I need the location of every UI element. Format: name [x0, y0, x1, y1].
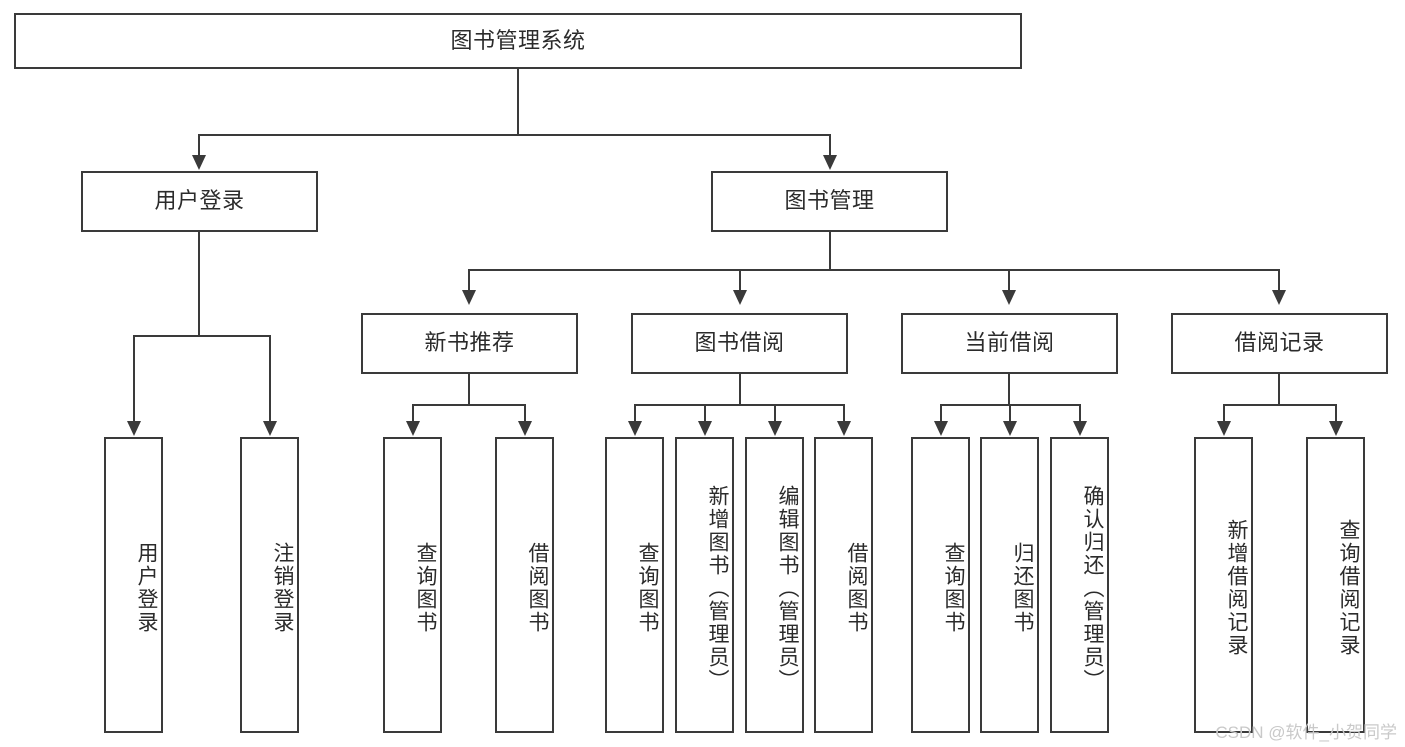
node-leaf-user-login[interactable]: 用户登录 — [104, 437, 163, 733]
connector-current-borrow-drop-3 — [1079, 404, 1081, 422]
node-label: 编辑图书（管理员） — [776, 484, 799, 692]
node-book-borrow[interactable]: 图书借阅 — [631, 313, 848, 374]
connector-current-borrow-drop-2 — [1009, 404, 1011, 422]
node-leaf-edit-book-admin[interactable]: 编辑图书（管理员） — [745, 437, 804, 733]
arrow-to-leaf-user-login — [127, 421, 141, 436]
node-label: 新增图书（管理员） — [706, 484, 729, 692]
node-label: 新书推荐 — [424, 330, 515, 356]
node-user-login[interactable]: 用户登录 — [81, 171, 318, 232]
connector-user-login-stem — [198, 232, 200, 336]
arrow-to-leaf-add-book-admin — [698, 421, 712, 436]
connector-new-book-stem — [468, 374, 470, 406]
arrow-to-new-book-recommend — [462, 290, 476, 305]
node-label: 当前借阅 — [964, 330, 1055, 356]
connector-root-bus — [198, 134, 831, 136]
connector-current-borrow-stem — [1008, 374, 1010, 406]
connector-book-borrow-drop-4 — [843, 404, 845, 422]
connector-book-borrow-bus — [634, 404, 845, 406]
connector-current-borrow-drop-1 — [940, 404, 942, 422]
connector-book-manage-drop-3 — [1008, 269, 1010, 291]
arrow-to-leaf-edit-book-admin — [768, 421, 782, 436]
node-borrow-record[interactable]: 借阅记录 — [1171, 313, 1388, 374]
arrow-to-leaf-confirm-return-admin — [1073, 421, 1087, 436]
node-label: 借阅图书 — [845, 542, 868, 634]
connector-book-manage-bus — [468, 269, 1280, 271]
arrow-to-leaf-query-book-3 — [934, 421, 948, 436]
connector-new-book-drop-1 — [412, 404, 414, 422]
node-label: 借阅记录 — [1234, 330, 1325, 356]
connector-book-borrow-stem — [739, 374, 741, 406]
node-label: 图书管理系统 — [450, 27, 586, 53]
node-book-manage[interactable]: 图书管理 — [711, 171, 948, 232]
node-label: 查询借阅记录 — [1337, 519, 1360, 657]
connector-book-manage-drop-4 — [1278, 269, 1280, 291]
node-leaf-query-borrow-record[interactable]: 查询借阅记录 — [1306, 437, 1365, 733]
arrow-to-leaf-query-book-1 — [406, 421, 420, 436]
connector-new-book-drop-2 — [524, 404, 526, 422]
node-label: 借阅图书 — [526, 542, 549, 634]
connector-borrow-record-stem — [1278, 374, 1280, 406]
arrow-to-leaf-borrow-book-1 — [518, 421, 532, 436]
node-leaf-add-borrow-record[interactable]: 新增借阅记录 — [1194, 437, 1253, 733]
connector-borrow-record-drop-1 — [1223, 404, 1225, 422]
connector-user-login-drop-2 — [269, 335, 271, 422]
arrow-to-leaf-logout-login — [263, 421, 277, 436]
connector-borrow-record-bus — [1223, 404, 1336, 406]
arrow-to-book-manage — [823, 155, 837, 170]
connector-root-drop-left — [198, 134, 200, 156]
connector-book-borrow-drop-2 — [704, 404, 706, 422]
node-label: 查询图书 — [414, 542, 437, 634]
node-leaf-logout-login[interactable]: 注销登录 — [240, 437, 299, 733]
connector-book-borrow-drop-3 — [774, 404, 776, 422]
node-label: 用户登录 — [154, 188, 245, 214]
node-label: 查询图书 — [942, 542, 965, 634]
node-root-book-management-system[interactable]: 图书管理系统 — [14, 13, 1022, 69]
connector-new-book-bus — [412, 404, 525, 406]
node-leaf-query-book-3[interactable]: 查询图书 — [911, 437, 970, 733]
node-leaf-borrow-book-1[interactable]: 借阅图书 — [495, 437, 554, 733]
node-label: 用户登录 — [135, 542, 158, 634]
node-leaf-query-book-1[interactable]: 查询图书 — [383, 437, 442, 733]
arrow-to-leaf-add-borrow-record — [1217, 421, 1231, 436]
connector-book-borrow-drop-1 — [634, 404, 636, 422]
connector-book-manage-drop-1 — [468, 269, 470, 291]
connector-root-drop-right — [829, 134, 831, 156]
node-label: 图书借阅 — [694, 330, 785, 356]
arrow-to-current-borrow — [1002, 290, 1016, 305]
node-label: 确认归还（管理员） — [1081, 484, 1104, 692]
node-label: 查询图书 — [636, 542, 659, 634]
node-leaf-return-book[interactable]: 归还图书 — [980, 437, 1039, 733]
connector-borrow-record-drop-2 — [1335, 404, 1337, 422]
node-leaf-confirm-return-admin[interactable]: 确认归还（管理员） — [1050, 437, 1109, 733]
arrow-to-leaf-return-book — [1003, 421, 1017, 436]
connector-book-manage-stem — [829, 232, 831, 271]
node-label: 新增借阅记录 — [1225, 519, 1248, 657]
node-label: 图书管理 — [784, 188, 875, 214]
arrow-to-book-borrow — [733, 290, 747, 305]
node-label: 注销登录 — [271, 542, 294, 634]
node-current-borrow[interactable]: 当前借阅 — [901, 313, 1118, 374]
connector-user-login-drop-1 — [133, 335, 135, 422]
node-new-book-recommend[interactable]: 新书推荐 — [361, 313, 578, 374]
node-leaf-borrow-book-2[interactable]: 借阅图书 — [814, 437, 873, 733]
node-label: 归还图书 — [1011, 542, 1034, 634]
connector-user-login-bus — [133, 335, 270, 337]
csdn-watermark: CSDN @软件_小贺同学 — [1215, 723, 1397, 742]
node-leaf-add-book-admin[interactable]: 新增图书（管理员） — [675, 437, 734, 733]
node-leaf-query-book-2[interactable]: 查询图书 — [605, 437, 664, 733]
arrow-to-leaf-query-borrow-record — [1329, 421, 1343, 436]
arrow-to-leaf-query-book-2 — [628, 421, 642, 436]
arrow-to-leaf-borrow-book-2 — [837, 421, 851, 436]
connector-book-manage-drop-2 — [739, 269, 741, 291]
arrow-to-user-login — [192, 155, 206, 170]
connector-root-stem — [517, 69, 519, 135]
arrow-to-borrow-record — [1272, 290, 1286, 305]
